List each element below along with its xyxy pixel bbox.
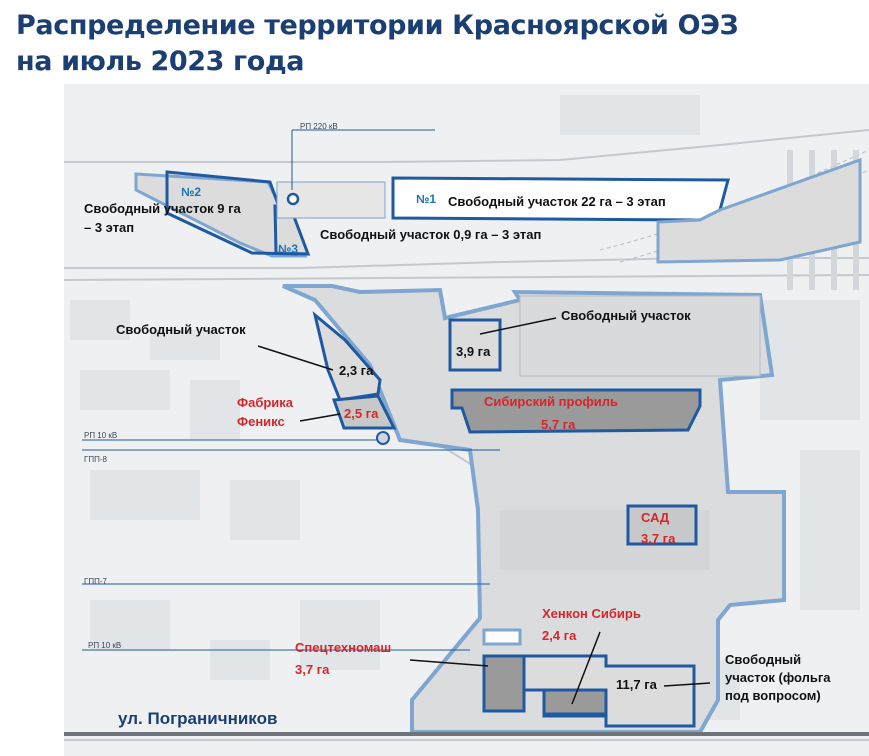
label-rp10-top: РП 10 кВ xyxy=(84,431,118,440)
plot-free-3-9ha[interactable] xyxy=(448,318,502,372)
label-plot-3: Свободный участок 0,9 га – 3 этап xyxy=(320,227,542,242)
label-gpp7: ГПП-7 xyxy=(84,577,107,586)
label-rp220: РП 220 кВ xyxy=(300,122,338,131)
rp10-marker xyxy=(376,431,390,445)
plot-henkon[interactable] xyxy=(542,688,608,716)
label-sad: САД xyxy=(641,510,670,525)
rp220-marker xyxy=(286,192,300,206)
background-buildings xyxy=(70,95,860,720)
street-label: ул. Пограничников xyxy=(118,709,278,728)
plot-number-3: №3 xyxy=(278,242,299,256)
small-plot-white xyxy=(482,628,522,646)
label-free-left-area: 2,3 га xyxy=(339,363,374,378)
label-henkon-area: 2,4 га xyxy=(542,628,577,643)
plot-number-2: №2 xyxy=(181,185,202,199)
plot-sib-profil[interactable] xyxy=(450,388,702,434)
page-title: Распределение территории Красноярской ОЭ… xyxy=(16,8,856,80)
label-plot-2-line1: Свободный участок 9 га xyxy=(84,201,241,216)
label-plot-1: Свободный участок 22 га – 3 этап xyxy=(448,194,666,209)
label-henkon: Хенкон Сибирь xyxy=(542,606,641,621)
plot-1-extension[interactable] xyxy=(656,157,862,264)
label-spetstekh: Спецтехномаш xyxy=(295,640,392,655)
label-fenix-line2: Феникс xyxy=(237,414,285,429)
label-free-right-line1: Свободный xyxy=(725,652,802,667)
plot-free-2-3ha[interactable] xyxy=(312,310,382,402)
label-spetstekh-area: 3,7 га xyxy=(295,662,330,677)
label-plot-2-line2: – 3 этап xyxy=(84,220,135,235)
site-map xyxy=(64,84,869,756)
plot-number-1: №1 xyxy=(416,192,437,206)
label-free-right-area: 11,7 га xyxy=(616,677,657,692)
label-free-left: Свободный участок xyxy=(116,322,246,337)
label-free-right-line2: участок (фольга xyxy=(725,670,831,685)
label-fenix-line1: Фабрика xyxy=(237,395,294,410)
title-line-2: на июль 2023 года xyxy=(16,46,305,77)
label-free-center-area: 3,9 га xyxy=(456,344,491,359)
label-free-center: Свободный участок xyxy=(561,308,691,323)
title-line-1: Распределение территории Красноярской ОЭ… xyxy=(16,10,739,41)
label-sib-profil-area: 5,7 га xyxy=(541,417,576,432)
label-gpp8: ГПП-8 xyxy=(84,455,107,464)
label-rp10-bottom: РП 10 кВ xyxy=(88,641,122,650)
plot-2[interactable] xyxy=(165,170,299,256)
plot-fenix[interactable] xyxy=(331,394,397,430)
plot-sad[interactable] xyxy=(626,504,698,546)
free-area-upper-right xyxy=(519,295,761,377)
leader-lines xyxy=(257,317,711,705)
label-fenix-area: 2,5 га xyxy=(344,406,379,421)
plot-spetstekh[interactable] xyxy=(482,654,526,713)
label-sib-profil: Сибирский профиль xyxy=(484,394,619,409)
utility-lines xyxy=(82,129,500,651)
label-free-right-line3: под вопросом) xyxy=(725,688,821,703)
label-sad-area: 3,7 га xyxy=(641,531,676,546)
